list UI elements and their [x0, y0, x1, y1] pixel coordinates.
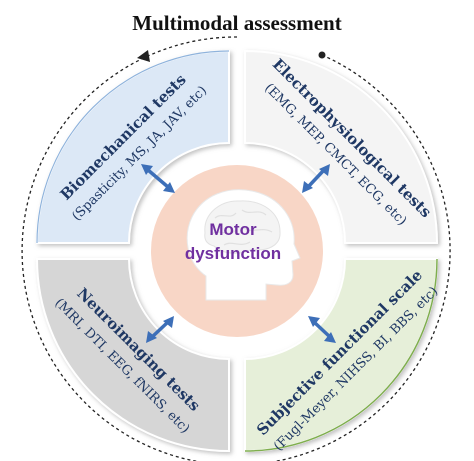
head-brain-icon: [186, 189, 301, 301]
center-label-line1: Motor: [209, 220, 257, 239]
diagram-title: Multimodal assessment: [132, 11, 341, 35]
quadrant-electrophysiological: [244, 49, 439, 244]
arrow-bottom-left: [146, 316, 174, 343]
arrow-top-left: [141, 164, 175, 193]
center-label-line2: dysfunction: [185, 244, 281, 263]
arrow-top-right: [302, 164, 330, 193]
arrow-bottom-right: [308, 316, 336, 343]
arrow-icon: [141, 164, 336, 343]
dashed-cycle-arrow-icon: [21, 36, 451, 461]
ring-segments: [35, 49, 439, 453]
quadrant-neuroimaging: [35, 258, 230, 453]
